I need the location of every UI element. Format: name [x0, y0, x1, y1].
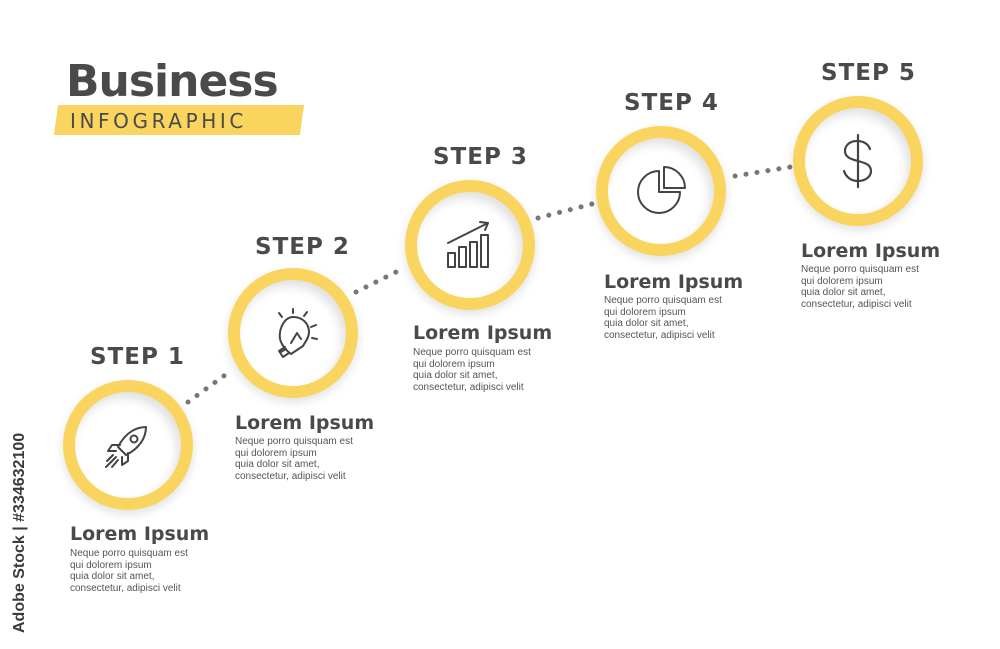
step-1-heading: Lorem Ipsum — [70, 523, 210, 545]
step-5-desc-line: qui dolorem ipsum — [801, 275, 883, 287]
step-1-desc-line: quia dolor sit amet, — [70, 571, 155, 582]
step-4-ring — [596, 126, 726, 256]
step-2-desc-line: quia dolor sit amet, — [235, 459, 320, 470]
rocket-icon — [105, 426, 147, 468]
step-2-desc-line: qui dolorem ipsum — [235, 447, 317, 459]
step-1-ring — [63, 380, 193, 510]
step-3-desc-line: Neque porro quisquam est — [413, 347, 531, 358]
lightbulb-icon — [278, 308, 318, 358]
step-5-description: Neque porro quisquam est qui dolorem ips… — [801, 264, 951, 310]
growth-chart-icon — [447, 221, 489, 268]
step-2-desc-line: consectetur, adipisci velit — [235, 470, 346, 482]
step-2-description: Neque porro quisquam est qui dolorem ips… — [235, 436, 385, 482]
step-4-desc-line: consectetur, adipisci velit — [604, 329, 715, 341]
step-3-desc-line: quia dolor sit amet, — [413, 370, 498, 381]
step-5-heading: Lorem Ipsum — [801, 240, 941, 262]
step-5-ring — [793, 96, 923, 226]
stock-watermark: Adobe Stock | #334632100 — [11, 433, 28, 633]
step-5-desc-line: consectetur, adipisci velit — [801, 298, 912, 310]
step-1-desc-line: Neque porro quisquam est — [70, 548, 188, 559]
step-4-desc-line: qui dolorem ipsum — [604, 306, 686, 318]
step-4-label: STEP 4 — [624, 90, 719, 116]
step-3-ring — [405, 180, 535, 310]
step-1-description: Neque porro quisquam est qui dolorem ips… — [70, 548, 220, 594]
step-2-desc-line: Neque porro quisquam est — [235, 436, 353, 447]
title-sub: INFOGRAPHIC — [70, 109, 247, 133]
step-1-desc-line: qui dolorem ipsum — [70, 559, 152, 571]
step-1-desc-line: consectetur, adipisci velit — [70, 582, 181, 594]
pie-chart-icon — [637, 166, 686, 214]
step-4-description: Neque porro quisquam est qui dolorem ips… — [604, 295, 754, 341]
stock-watermark-text: Adobe Stock | #334632100 — [11, 433, 28, 633]
step-2-label: STEP 2 — [255, 234, 350, 260]
step-5-label: STEP 5 — [821, 60, 916, 86]
step-4-desc-line: Neque porro quisquam est — [604, 295, 722, 306]
step-1-label: STEP 1 — [90, 344, 185, 370]
step-5-desc-line: Neque porro quisquam est — [801, 264, 919, 275]
step-3-desc-line: qui dolorem ipsum — [413, 358, 495, 370]
step-5-desc-line: quia dolor sit amet, — [801, 287, 886, 298]
title-main: Business — [66, 56, 279, 107]
step-3-description: Neque porro quisquam est qui dolorem ips… — [413, 347, 563, 393]
step-2-ring — [228, 268, 358, 398]
step-3-label: STEP 3 — [433, 144, 528, 170]
step-2-heading: Lorem Ipsum — [235, 412, 375, 434]
dollar-icon — [842, 133, 873, 189]
step-3-desc-line: consectetur, adipisci velit — [413, 381, 524, 393]
step-3-heading: Lorem Ipsum — [413, 322, 553, 344]
step-4-heading: Lorem Ipsum — [604, 271, 744, 293]
step-4-desc-line: quia dolor sit amet, — [604, 318, 689, 329]
